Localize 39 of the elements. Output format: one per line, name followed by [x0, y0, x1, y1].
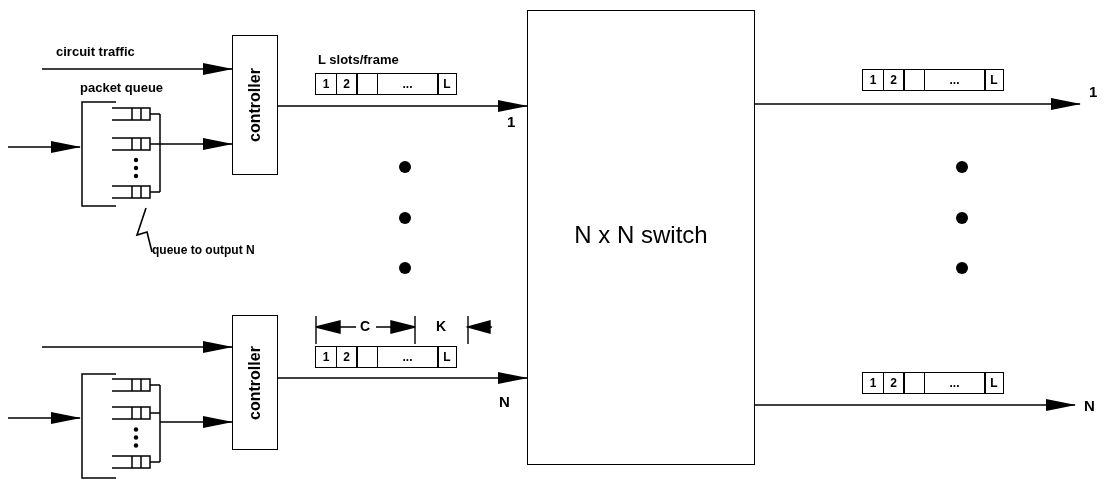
frame-slot: L [437, 346, 457, 368]
frame-slot: L [437, 73, 457, 95]
frame-slot: 1 [315, 346, 337, 368]
dimension-label: C [360, 319, 371, 334]
arrow [41, 63, 233, 75]
frame-slot: 1 [862, 69, 884, 91]
frame-slot: L [984, 69, 1004, 91]
leader-line [135, 207, 153, 253]
queue-heading: packet queue [80, 80, 164, 95]
frame-caption: L slots/frame [318, 52, 399, 67]
arrow [754, 98, 1081, 110]
frame-slot: ... [376, 346, 439, 368]
frame-slot: 1 [862, 372, 884, 394]
arrow [41, 341, 233, 353]
frame-slot: 2 [882, 69, 905, 91]
edge-label: 1 [1088, 84, 1099, 100]
frame-slot: ... [923, 372, 986, 394]
arrow [7, 412, 81, 424]
edge-label: 1 [506, 114, 517, 130]
frame-slot: 1 [315, 73, 337, 95]
controller-box: controller [232, 315, 278, 450]
arrow [169, 416, 233, 428]
frame-slot: 2 [335, 346, 358, 368]
controller-box: controller [232, 35, 278, 175]
dimension-label: K [436, 319, 447, 334]
frame-slot: ... [923, 69, 986, 91]
frame-slot: 2 [335, 73, 358, 95]
frame-slot: ... [376, 73, 439, 95]
arrow [754, 399, 1076, 411]
arrow [277, 100, 528, 112]
edge-label: N [1083, 398, 1096, 414]
note-text: queue to output N [152, 243, 270, 259]
frame-slot: L [984, 372, 1004, 394]
switch-box: N x N switch [527, 10, 755, 465]
arrow [277, 372, 528, 384]
arrow [169, 138, 233, 150]
arrow [7, 141, 81, 153]
frame-slot: 2 [882, 372, 905, 394]
edge-label: N [498, 394, 511, 410]
